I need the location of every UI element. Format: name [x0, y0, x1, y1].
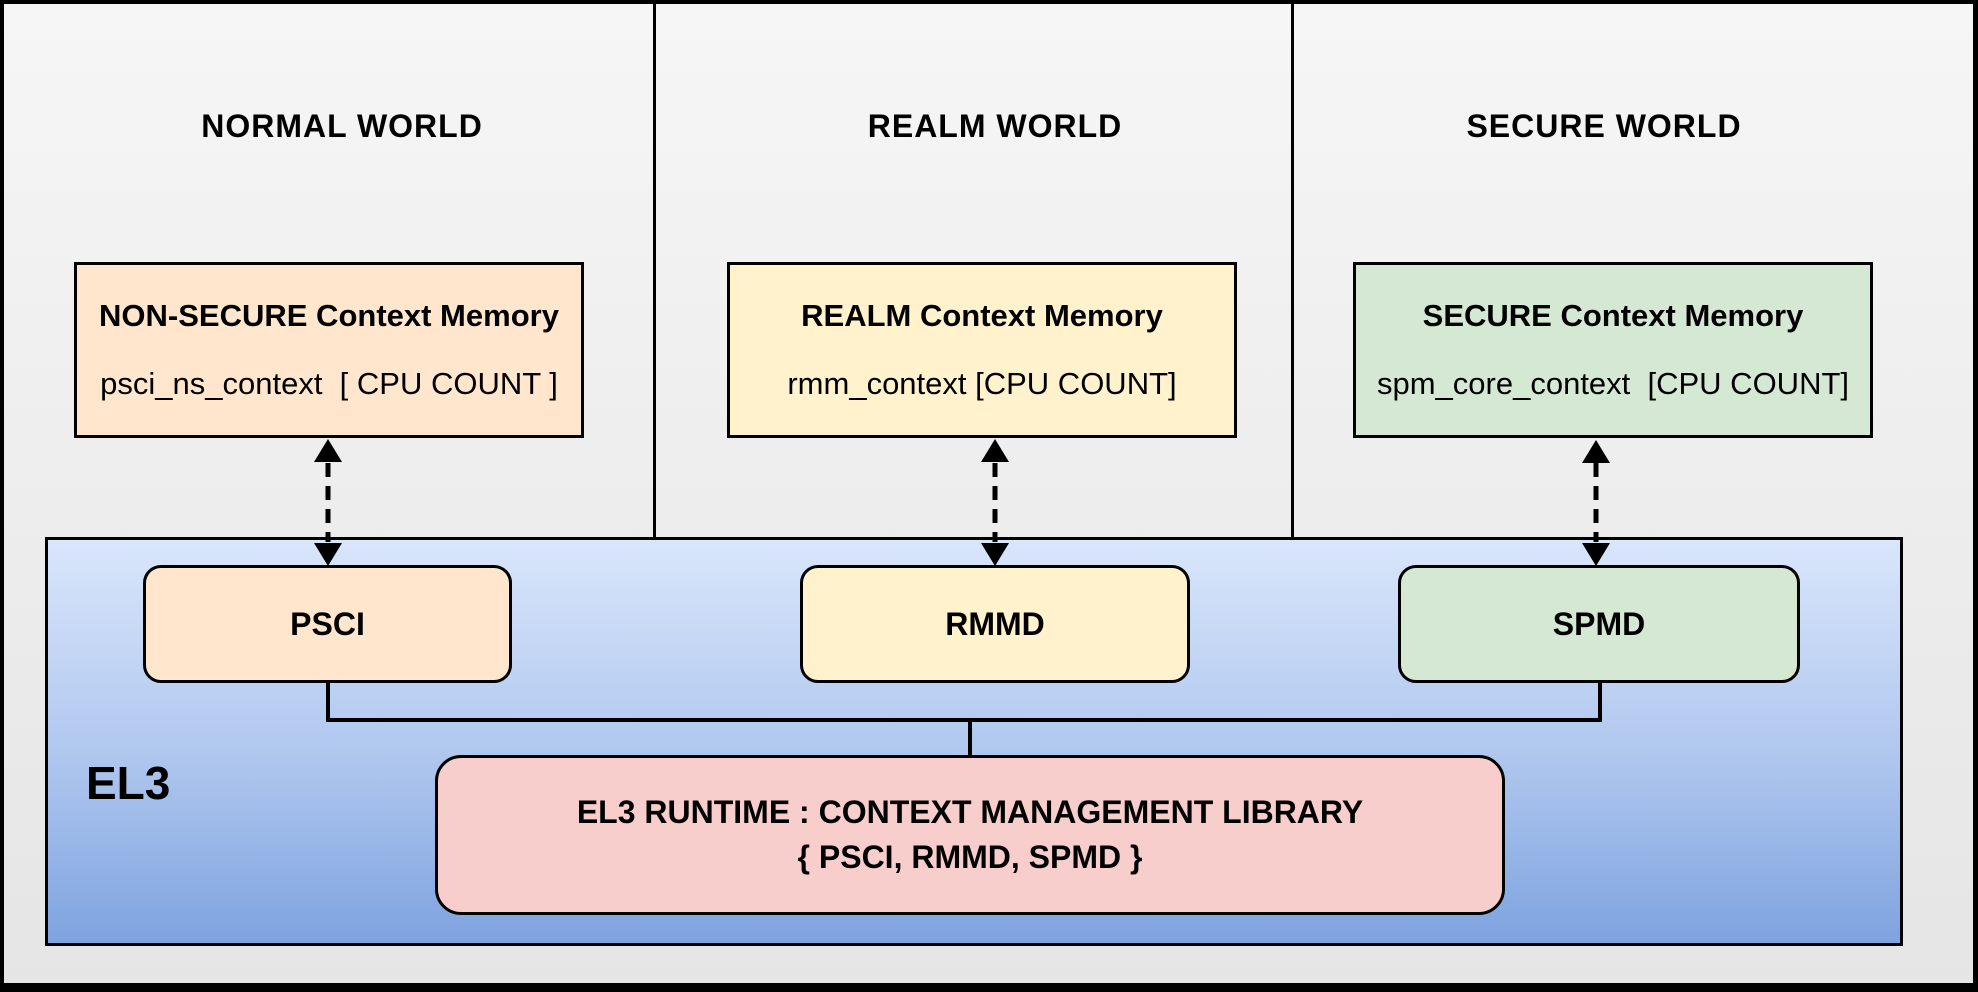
psci-box: PSCI [143, 565, 512, 683]
arrowhead-up-icon [981, 439, 1009, 462]
normal-world-title: NORMAL WORLD [201, 108, 483, 144]
realm-context-memory-value: rmm_context [CPU COUNT] [787, 366, 1177, 401]
secure-world-title: SECURE WORLD [1466, 108, 1742, 144]
realm-world-title: REALM WORLD [867, 108, 1123, 144]
frame-bottom [0, 983, 1978, 992]
rmmd-box: RMMD [800, 565, 1190, 683]
arrowhead-up-icon [1582, 440, 1610, 463]
realm-context-memory-title: REALM Context Memory [801, 298, 1163, 333]
panel-divider-normal-realm [653, 0, 656, 537]
el3-label: EL3 [86, 757, 171, 809]
panel-divider-realm-secure [1291, 0, 1294, 537]
secure-context-memory-value: spm_core_context [CPU COUNT] [1376, 366, 1850, 401]
el3-runtime-title: EL3 RUNTIME : CONTEXT MANAGEMENT LIBRARY [576, 794, 1364, 830]
non-secure-context-memory-title: NON-SECURE Context Memory [99, 298, 559, 333]
el3-runtime-box: EL3 RUNTIME : CONTEXT MANAGEMENT LIBRARY… [435, 755, 1505, 915]
arrowhead-up-icon [314, 439, 342, 462]
non-secure-context-memory-value: psci_ns_context [ CPU COUNT ] [100, 366, 558, 401]
frame-left [0, 0, 4, 992]
spmd-box: SPMD [1398, 565, 1800, 683]
el3-runtime-components: { PSCI, RMMD, SPMD } [797, 839, 1143, 875]
realm-context-memory-box: REALM Context Memory rmm_context [CPU CO… [727, 262, 1237, 438]
secure-context-memory-box: SECURE Context Memory spm_core_context [… [1353, 262, 1873, 438]
frame-right [1973, 0, 1978, 992]
non-secure-context-memory-box: NON-SECURE Context Memory psci_ns_contex… [74, 262, 584, 438]
secure-context-memory-title: SECURE Context Memory [1422, 298, 1804, 333]
frame-top [0, 0, 1978, 4]
